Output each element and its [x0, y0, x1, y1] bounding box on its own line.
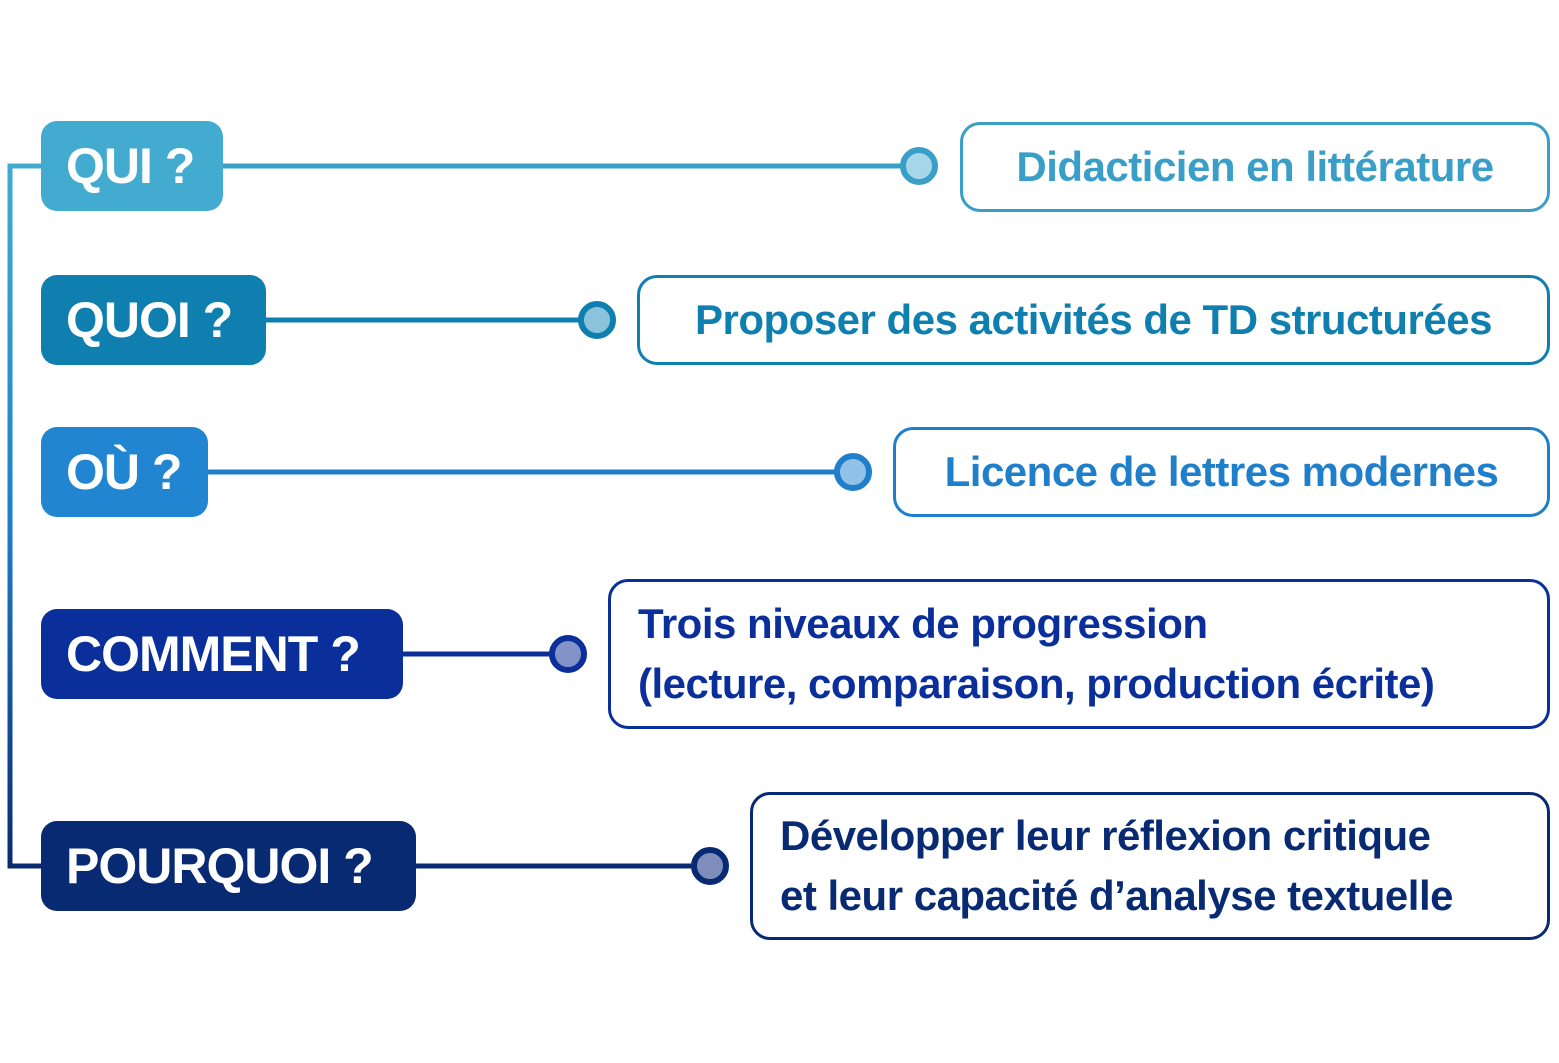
- answer-text-pourquoi-line-1: Développer leur réflexion critique: [780, 812, 1431, 859]
- answer-box-quoi: Proposer des activités de TD structurées: [637, 275, 1550, 365]
- answer-box-ou: Licence de lettres modernes: [893, 427, 1550, 517]
- connector-dot-quoi: [578, 301, 616, 339]
- answer-text-comment-line-2: (lecture, comparaison, production écrite…: [638, 660, 1435, 707]
- connector-dot-ou: [834, 453, 872, 491]
- answer-text-pourquoi-line-2: et leur capacité d’analyse textuelle: [780, 872, 1454, 919]
- connector-dot-pourquoi: [691, 847, 729, 885]
- answer-box-comment: Trois niveaux de progression (lecture, co…: [608, 579, 1550, 729]
- question-label-comment: COMMENT ?: [41, 609, 403, 699]
- answer-text-comment-line-1: Trois niveaux de progression: [638, 600, 1208, 647]
- question-label-pourquoi: POURQUOI ?: [41, 821, 416, 911]
- answer-text-qui: Didacticien en littérature: [1016, 143, 1494, 190]
- answer-text-ou: Licence de lettres modernes: [944, 448, 1499, 495]
- connector-dot-comment: [549, 635, 587, 673]
- vertical-spine: [7, 163, 42, 869]
- answer-text-quoi: Proposer des activités de TD structurées: [695, 296, 1492, 343]
- answer-box-pourquoi: Développer leur réflexion critique et leu…: [750, 792, 1550, 940]
- answer-box-qui: Didacticien en littérature: [960, 122, 1550, 212]
- question-label-ou: OÙ ?: [41, 427, 208, 517]
- question-label-quoi: QUOI ?: [41, 275, 266, 365]
- question-label-qui: QUI ?: [41, 121, 223, 211]
- connector-dot-qui: [900, 147, 938, 185]
